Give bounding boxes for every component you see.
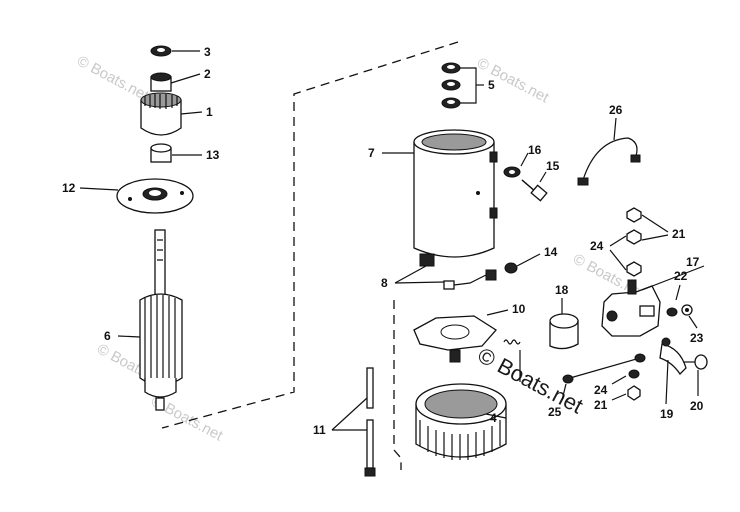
- callout-8: 8: [381, 276, 388, 290]
- part-2-pinion: [150, 72, 172, 92]
- callout-7: 7: [368, 146, 375, 160]
- part-18-band: [549, 313, 579, 350]
- part-16-washer: [503, 166, 521, 178]
- watermark: © Boats.net: [474, 55, 552, 107]
- part-11-through-bolts: [364, 367, 376, 477]
- callout-labels: 3 2 1 13 12 6 5 26 7 16 15 14 21 24 8 17…: [62, 45, 704, 437]
- part-20-screw: [684, 354, 708, 370]
- part-25-link-rod: [562, 353, 646, 384]
- callout-23: 23: [690, 331, 704, 345]
- callout-1: 1: [206, 105, 213, 119]
- callout-17: 17: [686, 255, 700, 269]
- part-7-field-frame: [413, 129, 498, 267]
- callout-21-lower: 21: [594, 398, 608, 412]
- part-23-nut: [681, 304, 693, 316]
- callout-25: 25: [548, 405, 562, 419]
- watermark: © Boats.net: [74, 53, 152, 105]
- part-21-24-nuts-upper: [626, 207, 642, 277]
- guide-line-right: [393, 300, 402, 470]
- part-1-drive-assembly: [140, 92, 182, 136]
- callout-16: 16: [528, 143, 542, 157]
- part-3-nut: [150, 45, 172, 57]
- callout-18: 18: [555, 283, 569, 297]
- part-8-brush-set: [443, 269, 497, 290]
- callout-24-lower: 24: [594, 383, 608, 397]
- callout-3: 3: [204, 45, 211, 59]
- part-12-end-plate: [116, 178, 194, 214]
- leader-lines: [79, 50, 705, 431]
- part-6-armature: [139, 229, 183, 411]
- part-4-end-cap: [415, 383, 507, 460]
- callout-11: 11: [313, 423, 326, 437]
- part-13-bushing: [150, 143, 172, 163]
- callout-15: 15: [546, 159, 560, 173]
- part-10-brush-plate: [413, 315, 497, 363]
- part-24-21-nuts-lower: [627, 369, 641, 401]
- callout-12: 12: [62, 181, 76, 195]
- part-19-bracket: [659, 337, 687, 376]
- callout-26: 26: [609, 103, 623, 117]
- callout-6: 6: [104, 329, 111, 343]
- part-15-bolt: [521, 179, 548, 202]
- callout-10: 10: [512, 302, 526, 316]
- part-17-solenoid: [601, 279, 661, 337]
- callout-22: 22: [674, 269, 688, 283]
- callout-13: 13: [206, 148, 220, 162]
- part-22-washer: [666, 307, 678, 317]
- part-brush-springs: [503, 339, 521, 382]
- part-14-nut: [504, 262, 518, 274]
- callout-4: 4: [490, 411, 497, 425]
- callout-5: 5: [488, 78, 495, 92]
- callout-21: 21: [672, 227, 686, 241]
- callout-2: 2: [204, 67, 211, 81]
- assembly-guide-lines: [161, 41, 459, 470]
- callout-14: 14: [544, 245, 558, 259]
- callout-19: 19: [660, 407, 674, 421]
- part-5-washers: [441, 62, 461, 109]
- guide-line-left: [161, 41, 459, 429]
- callout-24: 24: [590, 239, 604, 253]
- callout-20: 20: [690, 399, 704, 413]
- part-26-ground-wire: [577, 137, 641, 186]
